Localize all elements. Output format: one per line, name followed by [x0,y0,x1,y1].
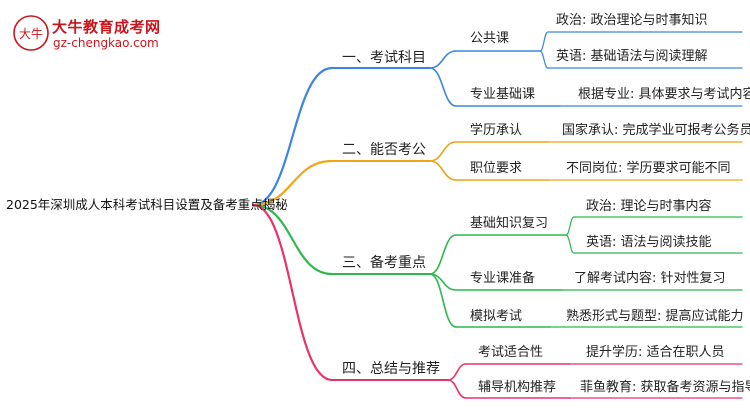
leaf-different-positions: 不同岗位: 学历要求可能不同 [566,161,731,176]
connector-leaf-3-1-1 [565,216,575,236]
leaf-english-grammar: 英语: 基础语法与阅读理解 [556,49,708,64]
leaf-exam-format: 熟悉形式与题型: 提高应试能力 [566,309,744,324]
leaf-targeted-review: 了解考试内容: 针对性复习 [574,271,726,286]
leaf-major-requirements: 根据专业: 具体要求与考试内容 [578,87,750,102]
branch-prep-focus: 三、备考重点 [342,255,426,271]
node-position-requirements: 职位要求 [470,161,523,176]
connector-branch-2-child-1 [429,141,457,162]
connector-branch-3-child-3 [429,273,457,328]
mindmap-root-title: 2025年深圳成人本科考试科目设置及备考重点揭秘 [6,197,288,212]
branch-exam-subjects: 一、考试科目 [342,50,426,66]
branch-summary: 四、总结与推荐 [342,361,440,377]
connector-leaf-1-1-2 [539,50,549,69]
connector-root-to-branch-2 [251,159,334,207]
leaf-english-skills: 英语: 语法与阅读技能 [586,235,712,250]
node-tutoring-recommend: 辅导机构推荐 [478,380,557,395]
node-mock-exam: 模拟考试 [470,309,523,324]
connector-leaf-3-1-2 [565,234,575,254]
leaf-feiyu-education: 菲鱼教育: 获取备考资源与指导 [580,380,750,395]
node-public-courses: 公共课 [470,31,510,46]
connector-leaf-1-1-1 [539,31,549,52]
node-major-basic: 专业基础课 [470,87,536,102]
connector-root-to-branch-4 [251,203,334,382]
logo-url: gz-chengkao.com [53,36,159,50]
connector-branch-1-child-2 [429,67,457,107]
connector-root-to-branch-1 [251,66,334,207]
site-logo[interactable]: 大牛 大牛教育成考网 gz-chengkao.com [12,14,202,58]
logo-mark-icon: 大牛 [13,15,49,51]
leaf-politics-theory: 政治: 政治理论与时事知识 [556,13,708,28]
connector-branch-4-child-2 [447,379,467,399]
connector-branch-1-child-1 [429,50,457,69]
logo-mark-text: 大牛 [19,26,43,41]
connector-root-to-branch-3 [251,203,334,276]
branch-civil-service: 二、能否考公 [342,142,426,158]
leaf-working-adults: 提升学历: 适合在职人员 [586,345,725,360]
node-degree-recognition: 学历承认 [470,123,523,138]
logo-name: 大牛教育成考网 [52,18,161,36]
leaf-national-recognition: 国家承认: 完成学业可报考公务员 [562,123,750,138]
connector-branch-3-child-1 [429,234,457,275]
connector-branch-4-child-1 [447,363,467,381]
node-basic-review: 基础知识复习 [470,216,549,231]
leaf-politics-content: 政治: 理论与时事内容 [586,199,712,214]
connector-branch-2-child-2 [429,160,457,181]
node-major-prep: 专业课准备 [470,271,536,286]
node-exam-suitability: 考试适合性 [478,345,544,360]
